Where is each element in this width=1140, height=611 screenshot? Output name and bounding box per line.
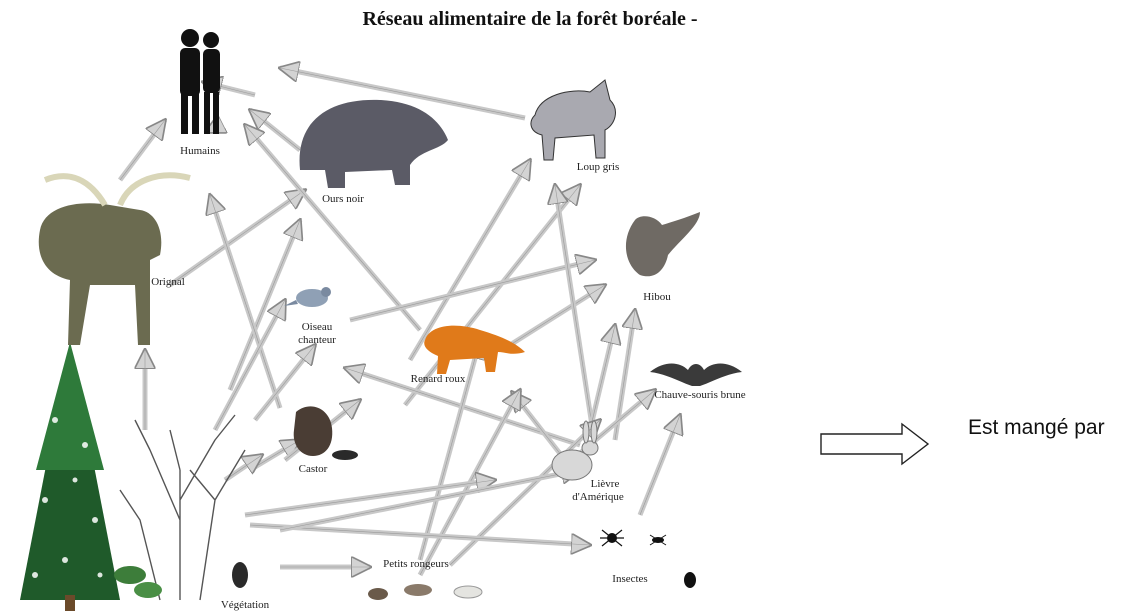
- feeding-arrow-outline: [590, 325, 615, 430]
- moose-icon: [39, 175, 190, 345]
- hollow-right-arrow-icon: [821, 424, 928, 464]
- label-oiseau: chanteur: [298, 334, 336, 346]
- label-lievre: d'Amérique: [572, 491, 624, 503]
- label-loup: Loup gris: [577, 161, 619, 173]
- beetle-icon: [232, 562, 248, 588]
- black-bear-icon: [300, 100, 448, 188]
- legend-label: Est mangé par: [968, 416, 1105, 440]
- feeding-arrow-outline: [250, 110, 300, 150]
- brown-bat-icon: [650, 364, 742, 387]
- label-oiseau: Oiseau: [302, 321, 333, 333]
- label-lievre: Lièvre: [591, 478, 620, 490]
- label-orignal: Orignal: [151, 276, 185, 288]
- label-chauvesouris: Chauve-souris brune: [654, 389, 745, 401]
- label-humains: Humains: [180, 145, 220, 157]
- feeding-arrow-outline: [640, 415, 680, 515]
- label-renard: Renard roux: [411, 373, 466, 385]
- songbird-icon: [284, 287, 331, 307]
- label-insectes: Insectes: [612, 573, 647, 585]
- owl-icon: [626, 212, 700, 276]
- feeding-arrow-outline: [120, 120, 165, 180]
- spruce-tree-icon: [20, 342, 120, 611]
- label-castor: Castor: [299, 463, 328, 475]
- gray-wolf-icon: [531, 80, 615, 160]
- beaver-icon: [294, 406, 358, 460]
- label-vegetation: Végétation: [221, 599, 270, 611]
- rodents-icon: [368, 584, 482, 600]
- label-rongeurs: Petits rongeurs: [383, 558, 449, 570]
- label-hibou: Hibou: [643, 291, 671, 303]
- feeding-arrow-outline: [510, 285, 605, 345]
- label-ours: Ours noir: [322, 193, 364, 205]
- humans-icon: [180, 29, 220, 134]
